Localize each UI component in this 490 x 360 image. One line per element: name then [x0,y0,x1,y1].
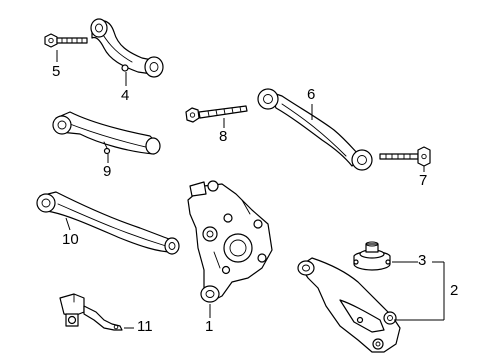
upper-control-arm-part [90,18,164,78]
callout-2: 2 [450,282,459,299]
toe-link-bolt-part [379,146,431,167]
spring-seat-insulator-part [353,241,391,271]
toe-link-part [257,88,373,171]
callout-11: 11 [137,318,153,335]
upper-lateral-link-part [52,111,161,155]
callout-3: 3 [418,252,427,269]
knuckle-part [187,180,273,303]
leader-10 [65,217,71,231]
callout-7: 7 [419,172,428,189]
lateral-link-bolt-part [185,105,248,123]
upper-arm-bolt-part [44,33,88,48]
callout-8: 8 [219,128,228,145]
callout-9: 9 [103,163,112,180]
callout-6: 6 [307,86,316,103]
callout-5: 5 [52,63,61,80]
callout-10: 10 [62,231,79,248]
trailing-lateral-link-part [36,191,180,255]
callout-1: 1 [205,318,214,335]
lower-control-arm-part [297,257,401,353]
callout-4: 4 [121,87,130,104]
height-sensor-part [59,293,123,331]
